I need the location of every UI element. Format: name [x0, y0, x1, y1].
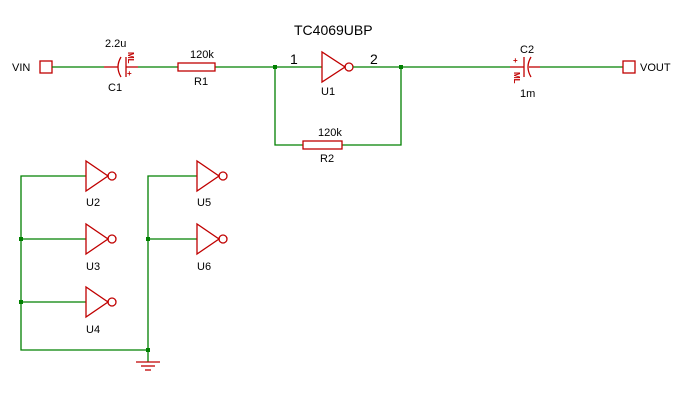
c2-ref: C2 [520, 44, 534, 56]
vin-port[interactable]: VIN [12, 60, 53, 74]
inverter-u6[interactable]: U6 [196, 222, 228, 273]
wire-right-bus [147, 175, 197, 362]
u6-ref: U6 [197, 261, 211, 273]
resistor-r2[interactable]: 120k R2 [302, 127, 343, 165]
wire-feedback-left [274, 67, 303, 146]
u1-pin-out: 2 [370, 51, 378, 67]
u4-ref: U4 [86, 324, 100, 336]
ground-icon[interactable] [136, 361, 160, 371]
c1-mark: ML [126, 52, 135, 64]
u1-pin-in: 1 [290, 51, 298, 67]
wire-left-bus [20, 175, 148, 351]
inverter-u1[interactable]: U1 1 2 [290, 50, 378, 98]
resistor-r1[interactable]: 120k R1 [177, 49, 216, 88]
junction-u1-output [399, 65, 403, 69]
c1-value: 2.2u [105, 38, 126, 50]
inverter-u3[interactable]: U3 [85, 222, 117, 273]
c2-polarity: + [513, 56, 518, 65]
vout-port[interactable]: VOUT [622, 60, 671, 74]
vout-label: VOUT [640, 62, 671, 74]
r1-ref: R1 [194, 76, 208, 88]
r2-ref: R2 [320, 153, 334, 165]
wire-feedback-right [342, 67, 402, 146]
c2-mark: ML [512, 72, 521, 84]
r1-value: 120k [190, 49, 214, 61]
inverter-u5[interactable]: U5 [196, 159, 228, 209]
chip-title: TC4069UBP [294, 22, 373, 38]
u5-ref: U5 [197, 197, 211, 209]
inverter-u4[interactable]: U4 [85, 285, 117, 336]
u2-ref: U2 [86, 197, 100, 209]
u3-ref: U3 [86, 261, 100, 273]
u1-ref: U1 [321, 86, 335, 98]
inverter-u2[interactable]: U2 [85, 159, 117, 209]
junction-u6 [146, 237, 150, 241]
c1-ref: C1 [108, 82, 122, 94]
vin-label: VIN [12, 62, 30, 74]
c1-polarity: + [127, 69, 132, 78]
c2-value: 1m [520, 88, 535, 100]
capacitor-c2[interactable]: + ML C2 1m [510, 44, 540, 100]
r2-value: 120k [318, 127, 342, 139]
junction-u4 [19, 300, 23, 304]
junction-ground [146, 348, 150, 352]
junction-u1-input [273, 65, 277, 69]
junction-u3 [19, 237, 23, 241]
capacitor-c1[interactable]: + ML 2.2u C1 [104, 38, 138, 94]
